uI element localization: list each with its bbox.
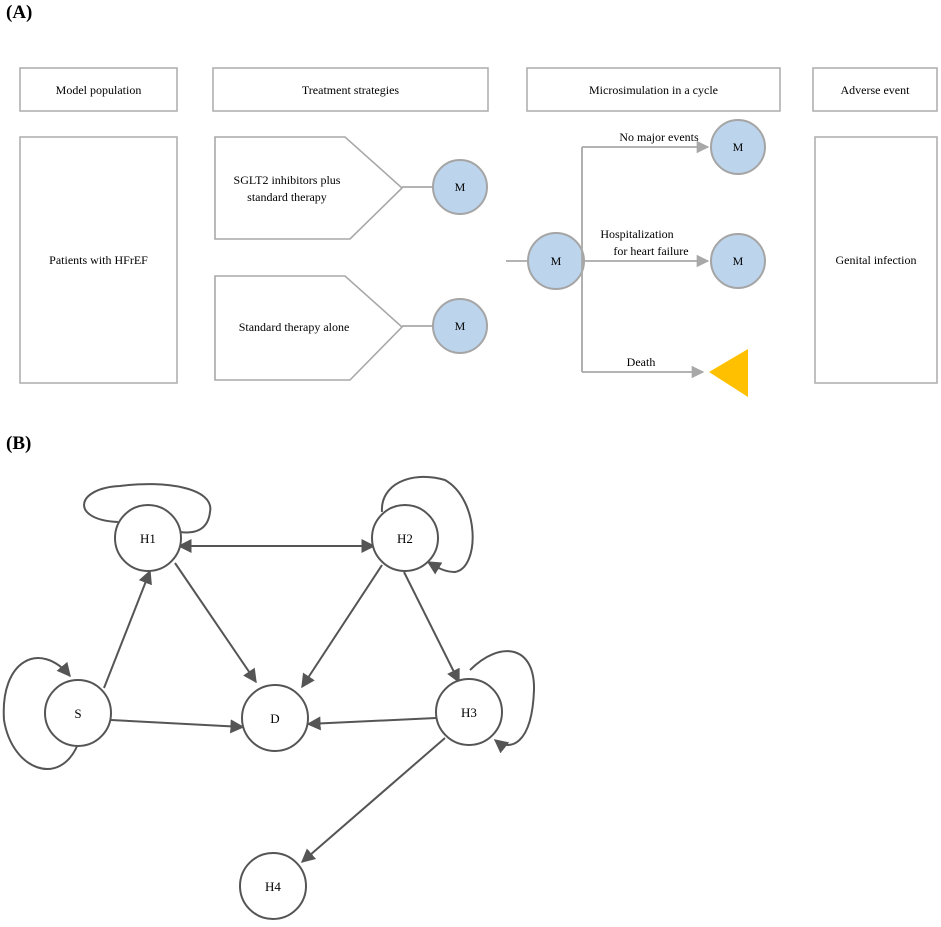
self-loop-h2	[380, 475, 474, 575]
edge-s-d	[110, 719, 245, 734]
state-node-h2: H2	[371, 504, 439, 572]
population-label: Patients with HFrEF	[49, 253, 148, 267]
markov-node-micro-label: M	[551, 254, 562, 268]
state-label-h2: H2	[397, 531, 413, 546]
panel-label-a: (A)	[6, 2, 32, 23]
branch-no-major-label: No major events	[619, 130, 699, 144]
markov-node-sglt2-label: M	[455, 180, 466, 194]
population-box: Patients with HFrEF	[19, 136, 178, 384]
state-node-d: D	[241, 684, 309, 752]
markov-node-standard-label: M	[455, 319, 466, 333]
markov-node-no-major: M	[710, 119, 766, 175]
treatment-standard-label: Standard therapy alone	[239, 320, 350, 334]
treatment-standard: Standard therapy alone	[214, 275, 404, 381]
self-loop-h3	[469, 650, 536, 754]
treatment-sglt2-label-line1: SGLT2 inhibitors plus	[234, 173, 341, 187]
markov-node-hosp: M	[710, 233, 766, 289]
markov-node-no-major-label: M	[733, 140, 744, 154]
branch-hosp-label-line2: for heart failure	[613, 244, 688, 258]
header-model-population: Model population	[19, 67, 178, 112]
branch-death-label: Death	[627, 355, 656, 369]
edge-h2-h3	[403, 571, 460, 684]
branch-hosp-label-line1: Hospitalization	[600, 227, 673, 241]
state-label-s: S	[74, 706, 81, 721]
edge-h1-d	[174, 562, 257, 684]
edge-h3-h4	[300, 737, 446, 863]
markov-node-hosp-label: M	[733, 254, 744, 268]
panel-label-b: (B)	[6, 433, 31, 454]
header-microsimulation: Microsimulation in a cycle	[526, 67, 781, 112]
header-model-population-label: Model population	[56, 83, 142, 97]
markov-node-micro: M	[527, 232, 585, 290]
edge-h3-d	[306, 716, 437, 731]
treatment-sglt2-label-line2: standard therapy	[247, 190, 327, 204]
state-label-h3: H3	[461, 705, 477, 720]
state-node-h4: H4	[239, 852, 307, 920]
markov-node-standard: M	[432, 298, 488, 354]
self-loop-h1	[83, 483, 212, 534]
header-adverse-event: Adverse event	[812, 67, 938, 112]
header-microsimulation-label: Microsimulation in a cycle	[589, 83, 718, 97]
header-treatment-strategies: Treatment strategies	[212, 67, 489, 112]
edge-h2-d	[301, 564, 383, 689]
markov-node-sglt2: M	[432, 159, 488, 215]
state-label-d: D	[270, 711, 279, 726]
terminal-death-triangle	[709, 349, 748, 397]
header-treatment-strategies-label: Treatment strategies	[302, 83, 400, 97]
treatment-sglt2: SGLT2 inhibitors plus standard therapy	[214, 136, 404, 240]
state-node-s: S	[44, 679, 112, 747]
adverse-label: Genital infection	[836, 253, 917, 267]
state-node-h3: H3	[435, 678, 503, 746]
header-adverse-event-label: Adverse event	[841, 83, 911, 97]
state-label-h1: H1	[140, 531, 156, 546]
state-label-h4: H4	[265, 879, 281, 894]
self-loop-s	[2, 657, 79, 770]
edge-s-h1	[103, 569, 152, 689]
adverse-box: Genital infection	[814, 136, 938, 384]
state-node-h1: H1	[114, 504, 182, 572]
